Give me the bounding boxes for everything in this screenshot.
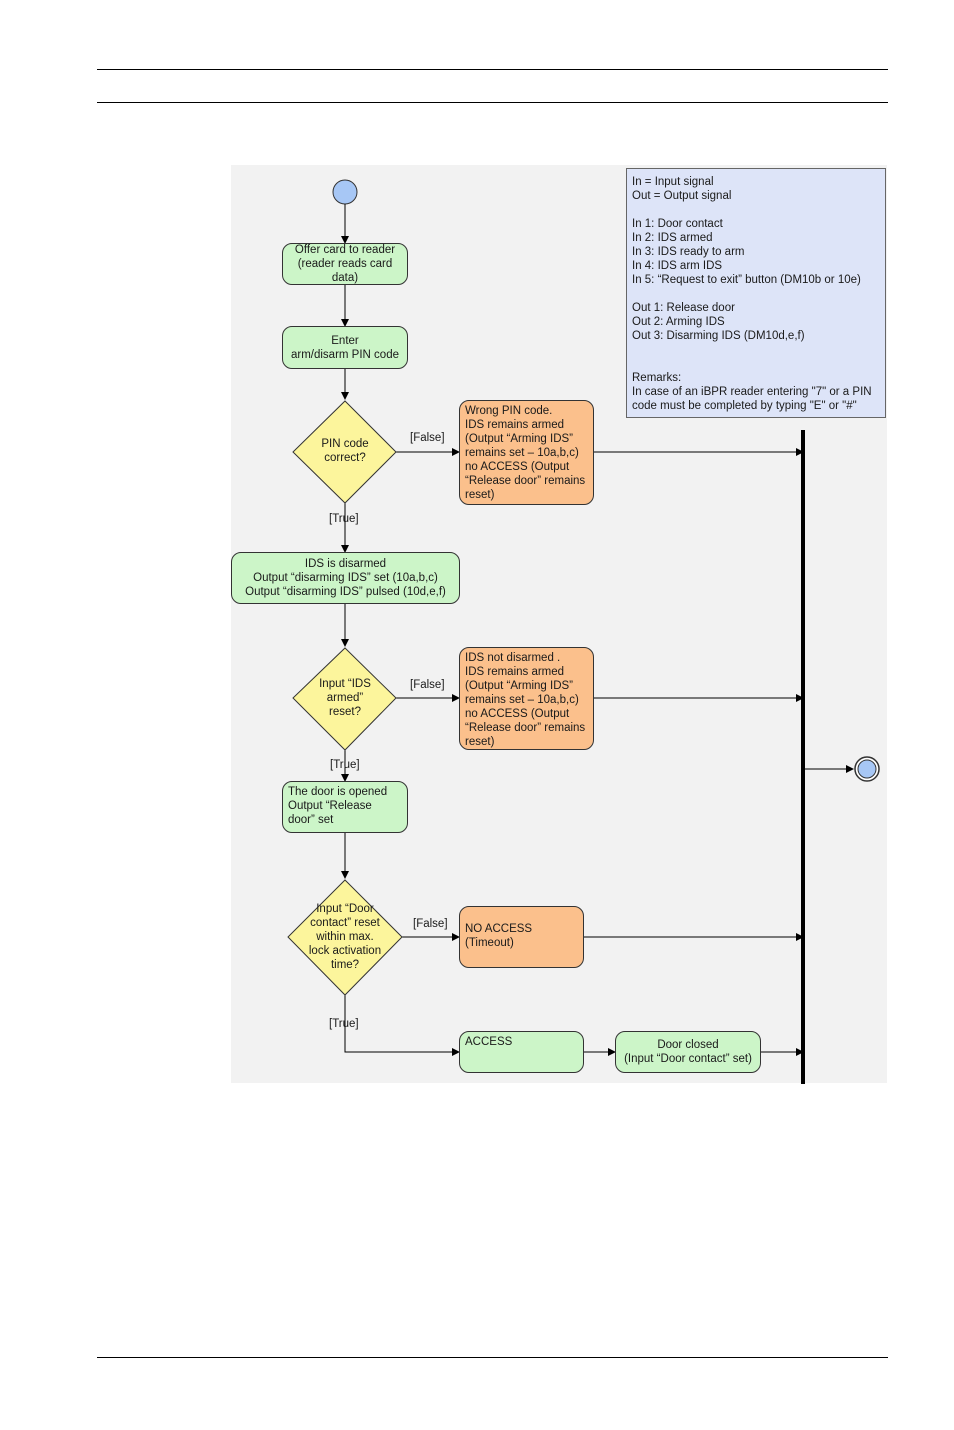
guard-false-ids-armed: [False] [410,679,445,691]
text-line: ACCESS [465,1036,513,1048]
guard-true-door-contact: [True] [329,1018,359,1030]
decision-ids-armed-reset [292,647,397,751]
text-line: NO ACCESS [465,923,533,935]
activity-no-access: NO ACCESS (Timeout) [459,906,584,968]
activity-access: ACCESS [459,1031,584,1073]
text-line: no ACCESS (Output [465,461,570,473]
footer-rule [97,1357,888,1358]
text-line: Output “disarming IDS” pulsed (10d,e,f) [245,586,446,598]
text-line: time? [330,959,360,971]
guard-false-door-contact: [False] [413,918,448,930]
activity-ids-not-disarmed: IDS not disarmed . IDS remains armed (Outp… [459,647,594,750]
legend-line: code must be completed by typing "E" or … [632,400,857,412]
text-line: (Timeout) [465,937,514,949]
text-line: lock activation [308,945,382,957]
legend-line [632,343,880,357]
text-line: IDS remains armed [465,419,565,431]
text-line: (Output “Arming IDS” [465,433,573,445]
text-line: IDS not disarmed . [465,652,561,664]
legend-line [632,287,880,301]
legend-line: In 3: IDS ready to arm [632,246,745,258]
text-line: remains set – 10a,b,c) [465,694,579,706]
text-line: The door is opened [288,786,388,798]
text-line: reset) [465,736,495,748]
decision-door-contact-reset-text: Input “Door contact” reset within max. lock… [290,902,400,972]
legend-line: Out 1: Release door [632,302,735,314]
legend-line: In 1: Door contact [632,218,723,230]
text-line: (reader reads card [297,258,393,270]
text-line: data) [331,272,359,284]
text-line: Input “IDS [319,678,371,690]
final-node [857,759,877,779]
legend-line: In = Input signal [632,176,714,188]
text-line: Enter [331,334,359,347]
legend-line: In 4: IDS arm IDS [632,260,723,272]
activity-wrong-pin: Wrong PIN code. IDS remains armed (Output … [459,400,594,505]
text-line: “Release door” remains [465,722,586,734]
guard-true-pin: [True] [329,513,359,525]
activity-door-closed: Door closed (Input “Door contact” set) [615,1031,761,1073]
legend-line: In 5: “Request to exit” button (DM10b or… [632,274,861,286]
text-line: arm/disarm PIN code [290,348,399,361]
initial-node [332,179,358,205]
guard-true-ids-armed: [True] [330,759,360,771]
text-line: (Output “Arming IDS” [465,680,573,692]
legend-line: Out 2: Arming IDS [632,316,725,328]
header-rule-top [97,69,888,70]
decision-ids-armed-reset-text: Input “IDS armed” reset? [295,677,395,719]
edge-contact-access [344,995,460,1056]
text-line: Output “Release [288,800,372,812]
text-line: “Release door” remains [465,475,586,487]
text-line: Wrong PIN code. [465,405,553,417]
text-line: PIN code [321,438,369,450]
decision-pin-correct-text: PIN code correct? [295,437,395,465]
text-line: Input “Door [316,903,374,915]
text-line: remains set – 10a,b,c) [465,447,579,459]
text-line: Door closed [657,1039,719,1051]
text-line: within max. [316,931,374,943]
guard-false-pin: [False] [410,432,445,444]
join-bar [801,430,805,1084]
decision-door-contact-reset [287,879,403,996]
text-line: reset) [465,489,495,501]
text-line: reset? [329,706,361,718]
text-line: Output “disarming IDS” set (10a,b,c) [253,572,438,584]
text-line: Offer card to reader [294,244,396,256]
legend-line [632,203,880,217]
text-line: door” set [288,814,334,826]
legend-line: Out = Output signal [632,190,732,202]
legend-line: In case of an iBPR reader entering "7" o… [632,386,872,398]
text-line: (Input “Door contact” set) [624,1053,752,1065]
legend-line [632,357,880,371]
text-line: IDS is disarmed [304,558,387,570]
legend-line: Out 3: Disarming IDS (DM10d,e,f) [632,330,805,342]
text-line: armed” [326,692,364,704]
legend-line: In 2: IDS armed [632,232,713,244]
text-line: contact” reset [310,917,380,929]
header-rule-bottom [97,102,888,103]
decision-pin-correct [292,400,397,504]
legend-line: Remarks: [632,372,682,384]
activity-offer-card: Offer card to reader (reader reads card da… [282,243,408,285]
text-line: no ACCESS (Output [465,708,570,720]
text-line: correct? [324,452,366,464]
text-line: IDS remains armed [465,666,565,678]
